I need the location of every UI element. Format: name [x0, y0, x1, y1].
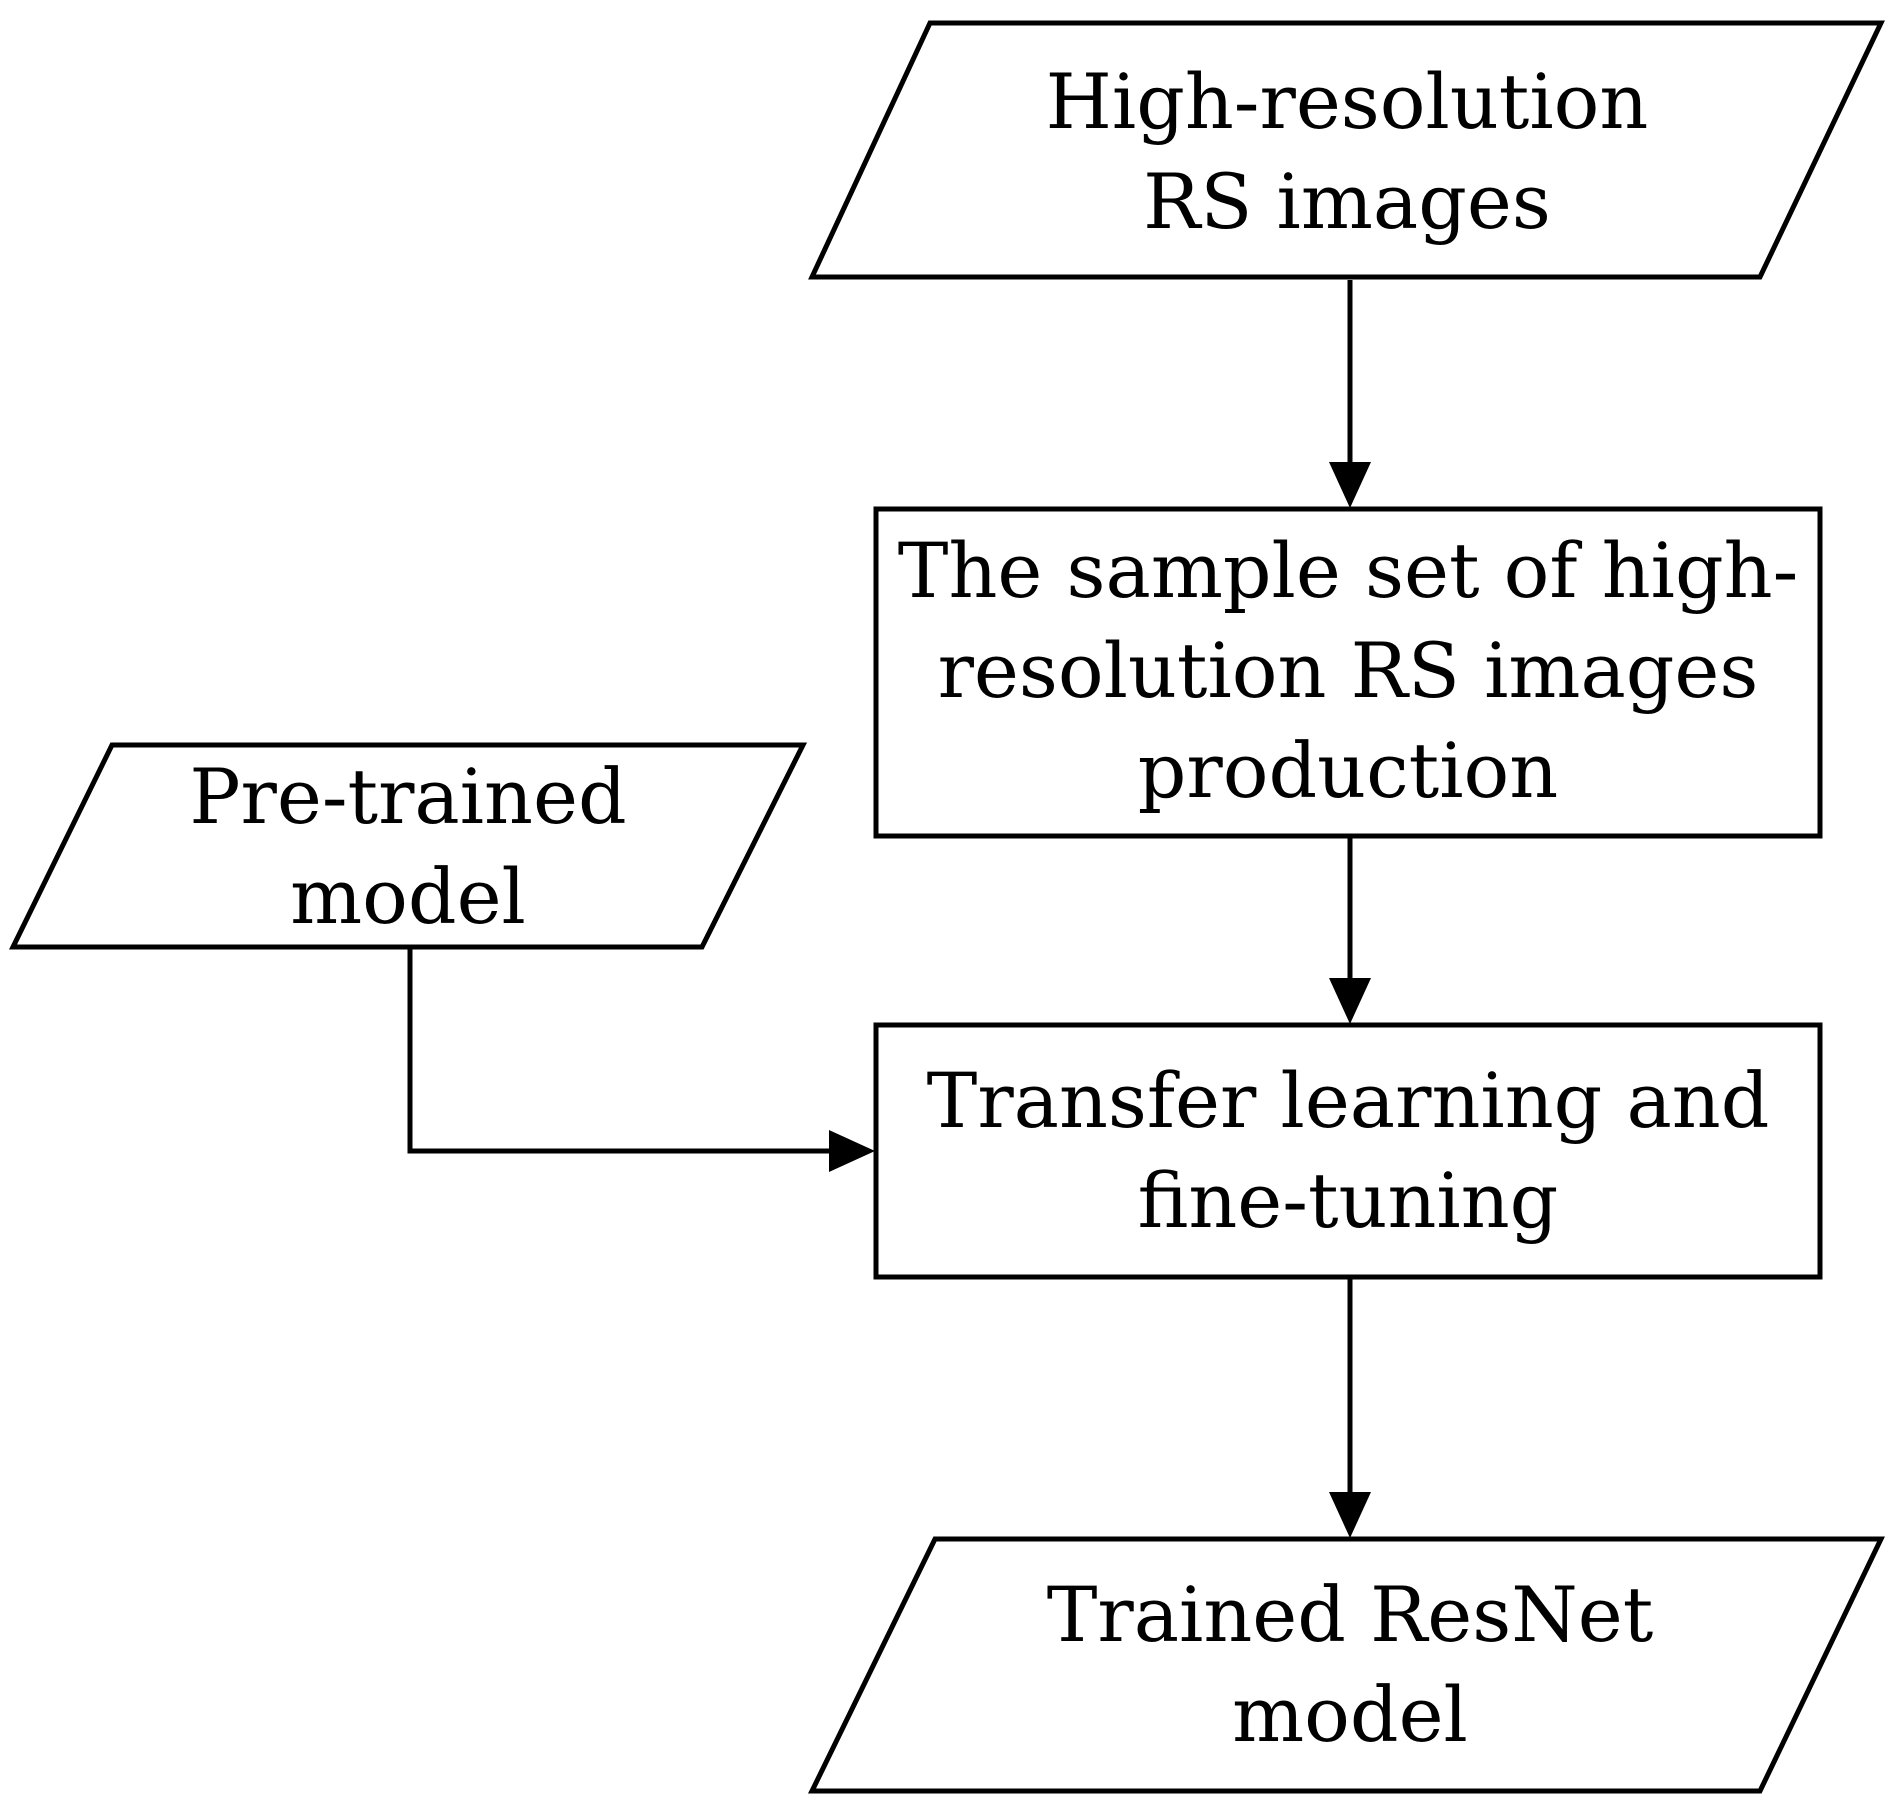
node-label-line: RS images — [1143, 157, 1551, 246]
node-label-line: Transfer learning and — [927, 1056, 1770, 1145]
edge-pretrained-to-transfer — [407, 948, 875, 1172]
node-label-line: Trained ResNet — [1047, 1570, 1654, 1659]
node-label-line: model — [290, 852, 526, 941]
edge-transfer-to-trained-model — [1329, 1279, 1371, 1538]
edge-images-to-sample-set — [1329, 280, 1371, 508]
node-pre-trained-model: Pre-trained model — [8, 742, 808, 950]
node-transfer-learning: Transfer learning and fine-tuning — [873, 1022, 1823, 1280]
node-trained-resnet-model: Trained ResNet model — [807, 1536, 1885, 1794]
node-label-line: The sample set of high- — [898, 526, 1799, 615]
node-label-line: fine-tuning — [1138, 1156, 1559, 1245]
node-label-line: model — [1232, 1670, 1468, 1759]
edge-sample-set-to-transfer — [1329, 838, 1371, 1024]
node-label-line: resolution RS images — [938, 626, 1759, 715]
node-label-line: production — [1138, 726, 1558, 815]
node-label-line: High-resolution — [1046, 57, 1649, 146]
node-sample-set-production: The sample set of high- resolution RS im… — [873, 506, 1823, 839]
node-label-line: Pre-trained — [189, 752, 626, 841]
node-high-resolution-rs-images: High-resolution RS images — [808, 20, 1885, 280]
